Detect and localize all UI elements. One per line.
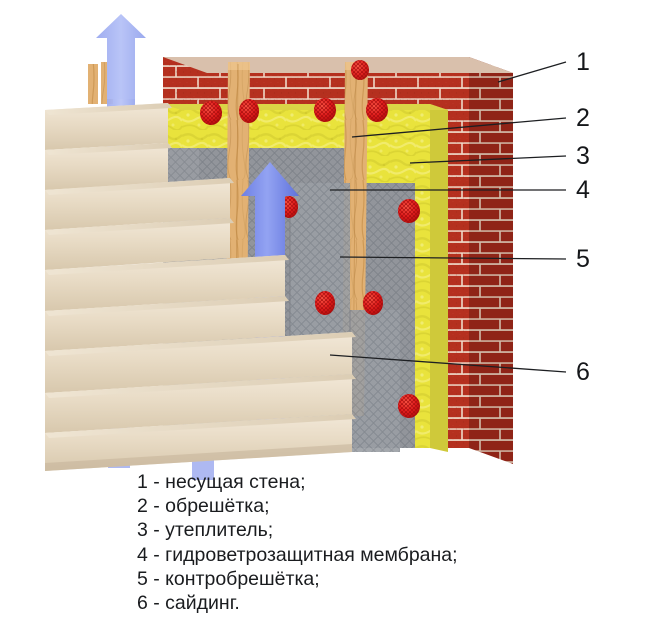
counter-batten-sheet-b [350,310,400,452]
callout-number: 5 [576,245,590,273]
brick-wall-side [469,57,513,464]
callout-number: 1 [576,48,590,76]
legend-item-1: 1 - несущая стена; [137,471,306,493]
callouts: 1 2 3 4 5 6 [329,48,590,386]
callout-number: 4 [576,176,590,204]
brick-wall-top-edge [163,57,513,73]
legend: 1 - несущая стена; 2 - обрешётка; 3 - ут… [137,471,458,614]
legend-item-5: 5 - контробрешётка; [137,568,320,590]
siding-panel [45,178,234,230]
siding-bottom-shadow [45,444,352,471]
callout-2[interactable]: 2 [351,104,590,138]
anchor-disc-icon [398,199,420,223]
anchor-disc-icon [398,394,420,418]
insulation-edge [430,104,448,452]
siding-panel [45,332,356,393]
anchor-disc-icon [366,98,388,122]
callout-4[interactable]: 4 [330,176,590,204]
callout-number: 2 [576,104,590,132]
legend-item-6: 6 - сайдинг. [137,592,240,614]
anchor-disc-icon [239,99,259,123]
legend-item-4: 4 - гидроветрозащитная мембрана; [137,544,458,566]
anchor-disc-icon [314,98,336,122]
callout-number: 3 [576,142,590,170]
layer-siding [45,103,356,471]
siding-panel [45,218,234,270]
legend-item-3: 3 - утеплитель; [137,519,273,541]
siding-panel [45,255,289,311]
batten-far-left-a [88,64,98,104]
anchor-disc-icon [200,101,222,125]
siding-panel [45,296,289,351]
anchor-disc-icon [351,60,369,80]
callout-5[interactable]: 5 [339,245,590,273]
siding-panel [45,374,356,433]
callout-number: 6 [576,358,590,386]
legend-item-2: 2 - обрешётка; [137,495,270,517]
anchor-disc-icon [363,291,383,315]
callout-1[interactable]: 1 [497,48,590,83]
callout-6[interactable]: 6 [329,354,590,386]
siding-panel [45,143,172,190]
siding-panel [45,103,172,150]
callout-3[interactable]: 3 [409,142,590,170]
anchor-disc-icon [315,291,335,315]
anchor-discs [200,60,420,418]
